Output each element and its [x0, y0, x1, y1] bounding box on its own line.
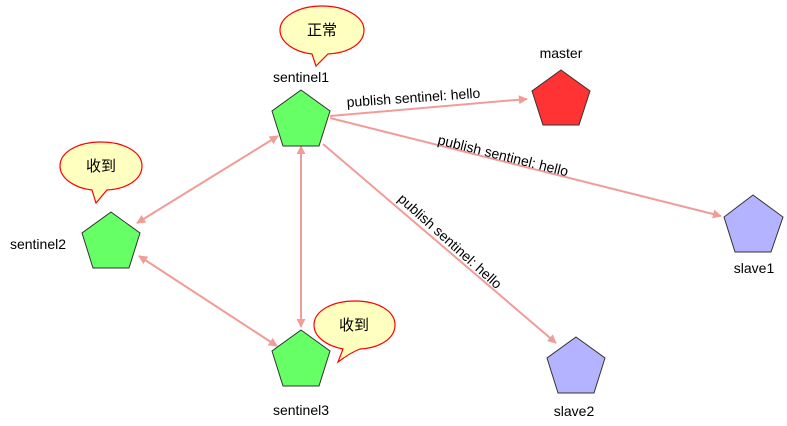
callout-text: 收到: [86, 157, 116, 175]
callout-sentinel1: 正常: [279, 5, 365, 68]
callout-sentinel3: 收到: [313, 300, 396, 364]
edge-sentinel1-master: [329, 95, 528, 117]
callout-sentinel2: 收到: [59, 141, 143, 205]
callout-text: 收到: [339, 316, 369, 334]
nodes: [81, 69, 784, 394]
callout-bubble: [313, 300, 396, 364]
sentinel1-label: sentinel1: [273, 69, 329, 85]
slave1-label: slave1: [734, 260, 775, 276]
edge-sentinel1-slave1: [329, 117, 722, 219]
edge-label-slave2: publish sentinel: hello: [395, 190, 505, 292]
slave2-node[interactable]: [546, 336, 606, 394]
callout-bubble: [59, 141, 143, 205]
edge-sentinel2-sentinel3: [138, 255, 278, 347]
sentinel2-label: sentinel2: [10, 236, 66, 252]
edge-label-master: publish sentinel: hello: [346, 85, 481, 110]
slave1-node[interactable]: [723, 194, 784, 253]
edge-label-slave1: publish sentinel: hello: [436, 131, 570, 179]
master-node[interactable]: [531, 69, 591, 126]
sentinel2-node[interactable]: [81, 211, 141, 269]
callout-text: 正常: [307, 21, 337, 39]
master-label: master: [540, 45, 583, 61]
sentinel3-label: sentinel3: [273, 402, 329, 418]
node-labels: sentinel1 master sentinel2 sentinel3 sla…: [10, 45, 774, 419]
slave2-label: slave2: [554, 403, 595, 419]
sentinel3-node[interactable]: [271, 329, 331, 387]
callout-bubble: [279, 5, 365, 68]
edge-labels: publish sentinel: hello publish sentinel…: [346, 85, 570, 292]
edge-sentinel1-slave2: [322, 143, 557, 344]
sentinel1-node[interactable]: [271, 89, 331, 147]
edges: [136, 95, 722, 347]
edge-sentinel1-sentinel2: [136, 135, 279, 224]
